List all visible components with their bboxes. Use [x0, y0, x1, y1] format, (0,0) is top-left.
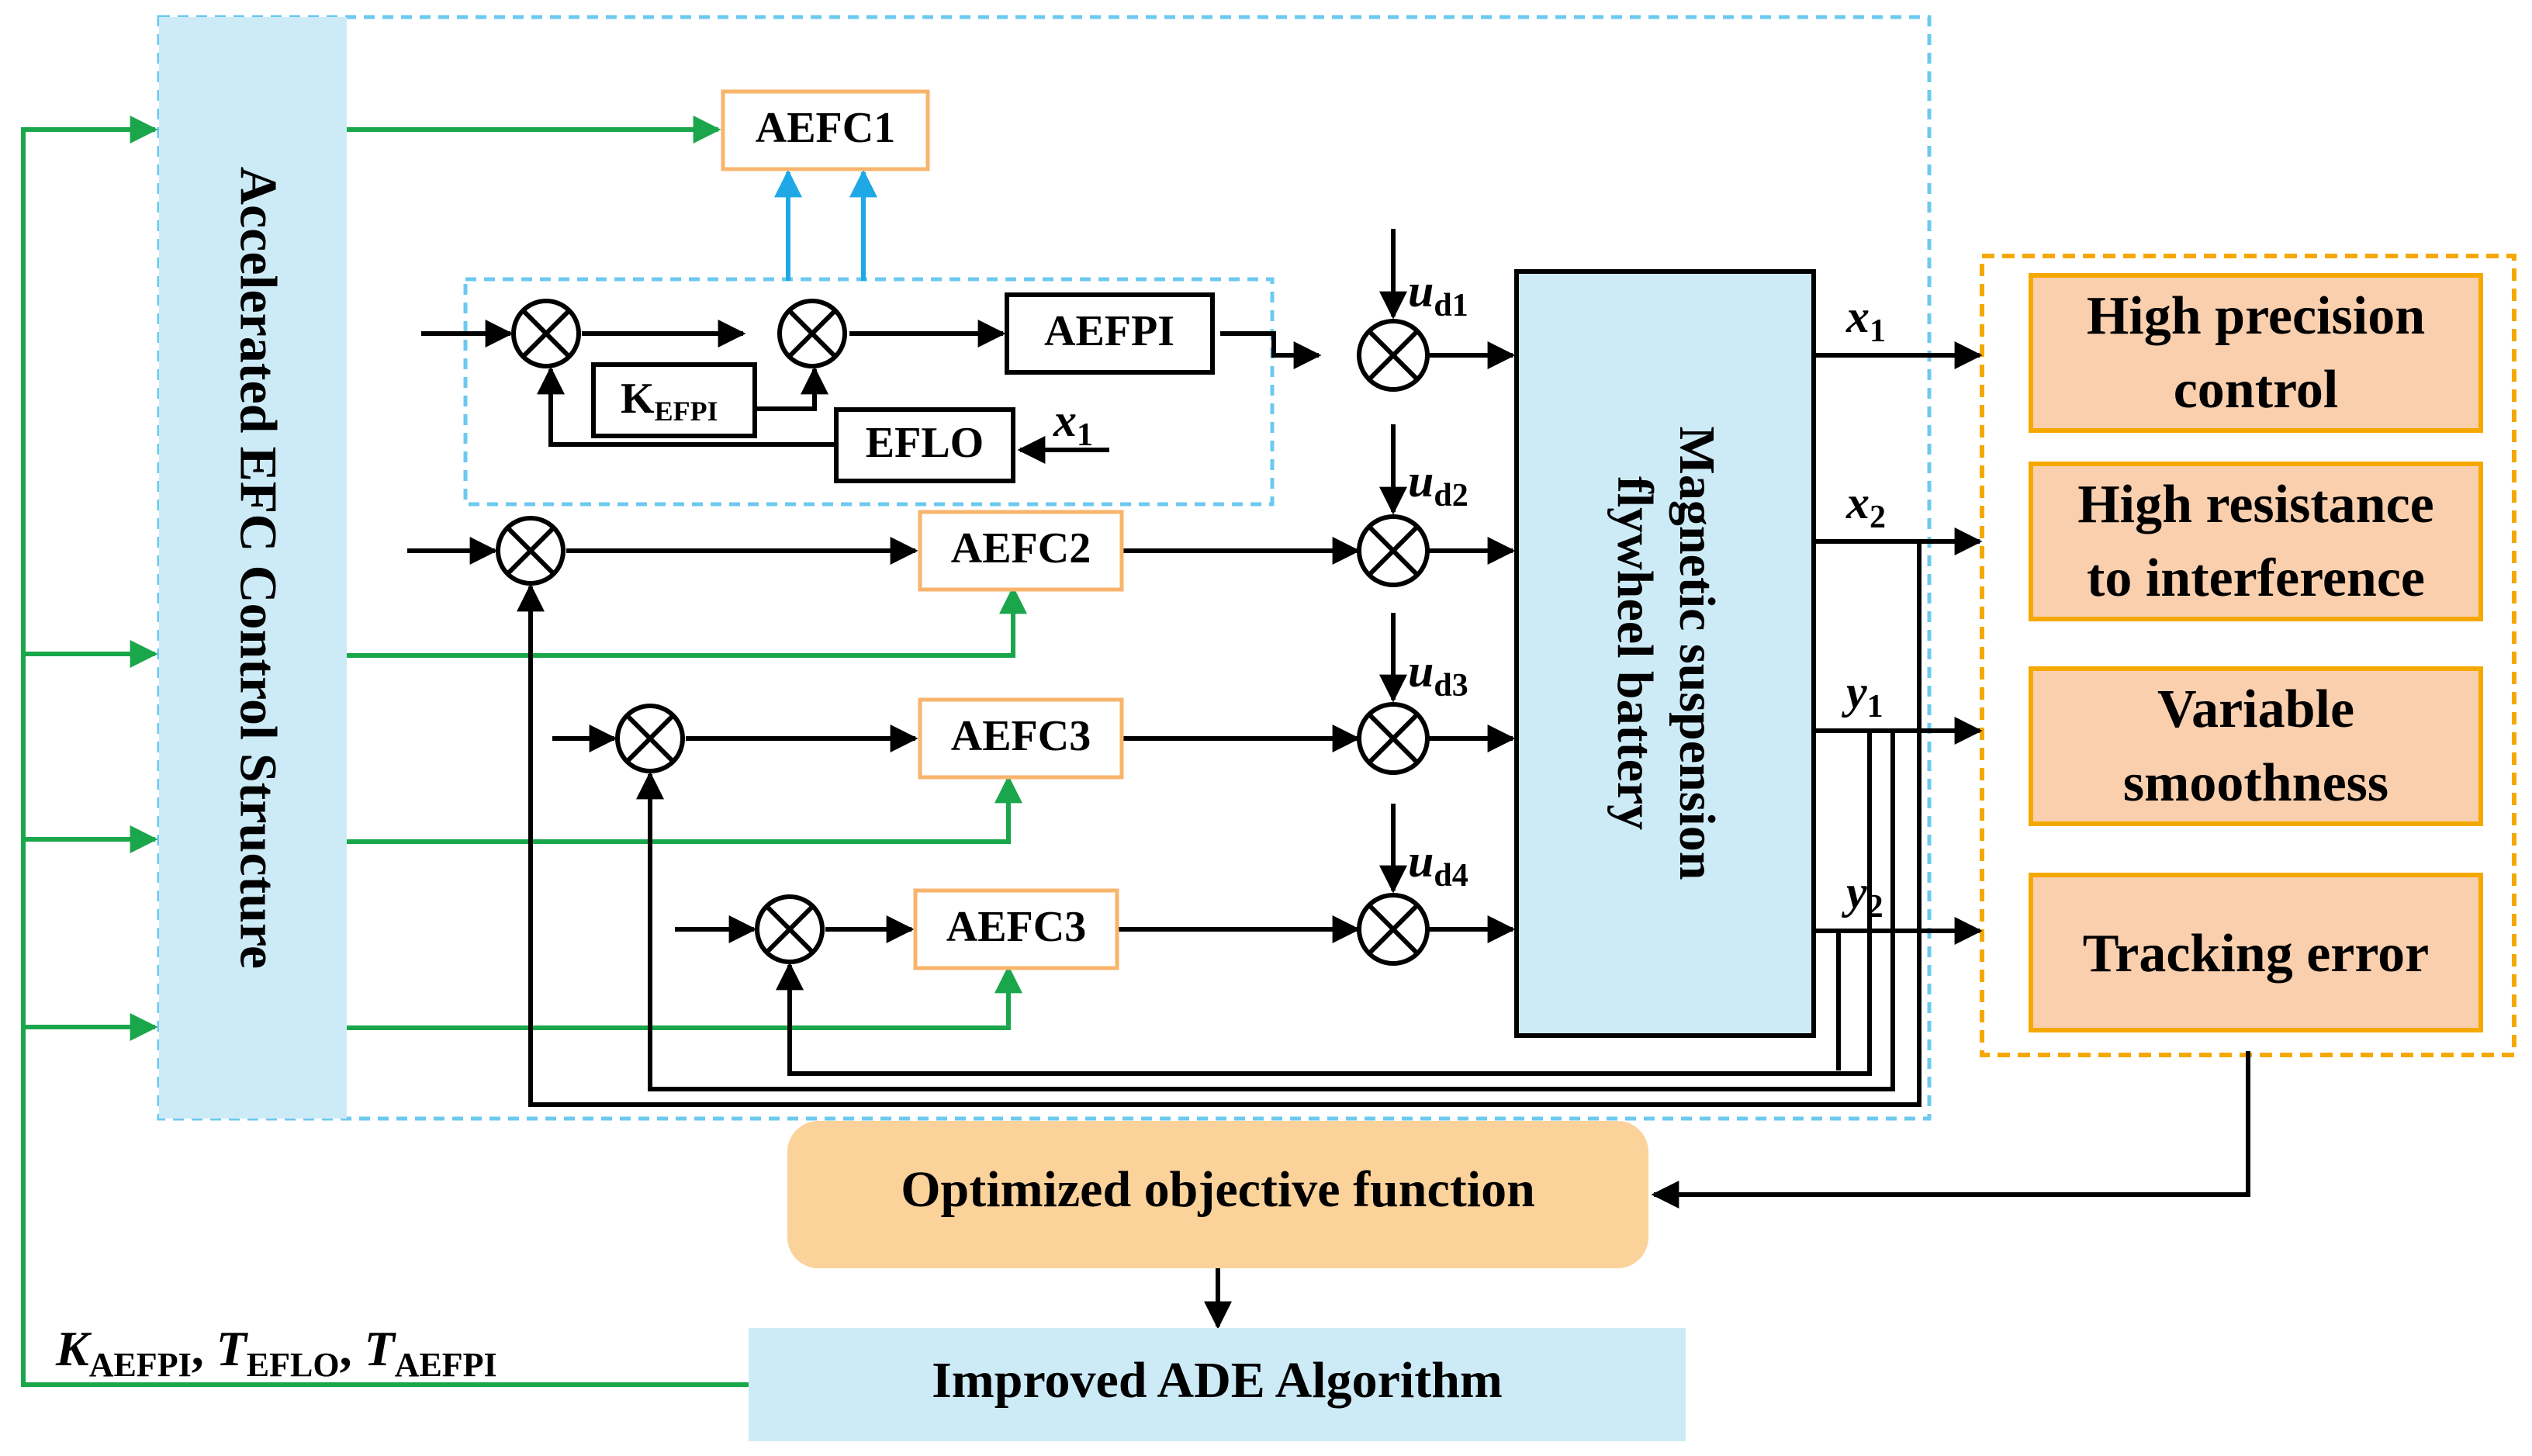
x1-input-label: x1: [1053, 395, 1093, 453]
feedback-wiring: [517, 541, 1921, 1107]
eflo-label: EFLO: [866, 419, 984, 467]
outcome-box-4: [2029, 873, 2483, 1032]
green-feedback-lines: [21, 116, 1027, 1387]
objective-label: Optimized objective function: [901, 1161, 1535, 1218]
aefc3b-label: AEFC3: [946, 903, 1086, 951]
objective-box: [787, 1121, 1648, 1268]
ud3-label: ud3: [1408, 645, 1468, 704]
sum-cross-r1a: [521, 308, 572, 359]
disturbance-wiring: [1379, 229, 1516, 943]
kefpi-block: [591, 362, 757, 438]
kefpi-label: KEFPI: [621, 375, 718, 427]
outcome-box-3: [2029, 666, 2483, 826]
out-x2-label: x2: [1845, 477, 1886, 535]
out-y1-label: y1: [1842, 666, 1883, 725]
plant-label: Magnetic suspensionflywheel battery: [1607, 427, 1725, 880]
ud2-label: ud2: [1408, 455, 1468, 514]
aefc3a-block: [918, 697, 1124, 780]
aefc1-label: AEFC1: [756, 104, 895, 152]
aefc2-block: [918, 510, 1124, 592]
out-y2-label: y2: [1842, 866, 1883, 925]
aefc2-label: AEFC2: [951, 524, 1091, 572]
algorithm-box: [749, 1328, 1686, 1441]
control-structure-boundary: [157, 15, 1932, 1121]
aefpi-label: AEFPI: [1044, 307, 1174, 355]
parameter-label: KAEFPI, TEFLO, TAEFPI: [55, 1321, 497, 1384]
outcome-box-2: [2029, 462, 2483, 621]
eflo-block: [834, 407, 1015, 483]
sidebar-panel: [159, 17, 347, 1119]
sum-cross-r1b: [787, 308, 838, 359]
plant-block: [1514, 269, 1816, 1038]
sum-cross-r2: [505, 525, 556, 576]
sum-cross-r4: [764, 904, 815, 955]
sum-cross-r3: [624, 713, 676, 764]
out-x1-label: x1: [1845, 291, 1886, 349]
disturbance-cross-3: [1367, 712, 1420, 765]
algorithm-label: Improved ADE Algorithm: [932, 1352, 1503, 1409]
disturbance-cross-4: [1367, 903, 1420, 956]
outcome-4-label: Tracking error: [2083, 924, 2429, 984]
ud1-label: ud1: [1408, 265, 1468, 323]
disturbance-cross-2: [1367, 524, 1420, 577]
outcome-box-1: [2029, 273, 2483, 433]
aefc1-block: [721, 89, 930, 171]
sidebar-label: Accelerated EFC Control Structure: [229, 167, 288, 969]
tracking-to-objective-wire: [1651, 1051, 2250, 1209]
aefc3b-block: [913, 888, 1119, 970]
aefc3a-label: AEFC3: [951, 712, 1091, 760]
disturbance-cross-1: [1367, 329, 1420, 382]
output-wiring: [1814, 341, 1983, 945]
aefpi-block: [1005, 292, 1215, 375]
ud4-label: ud4: [1408, 835, 1468, 894]
efpi-subsystem-boundary: [463, 277, 1275, 507]
row1-wiring: [421, 320, 1322, 464]
